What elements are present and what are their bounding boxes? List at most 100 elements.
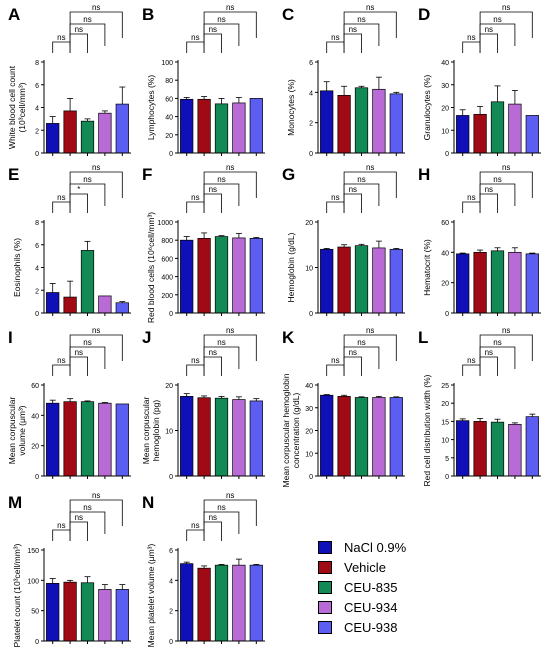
panel-letter: M bbox=[8, 493, 22, 512]
bar bbox=[525, 253, 539, 314]
bar bbox=[115, 302, 129, 314]
bar bbox=[249, 400, 263, 477]
y-tick-label: 100 bbox=[161, 60, 173, 67]
panel-letter: L bbox=[418, 328, 428, 347]
significance-bracket bbox=[479, 11, 533, 38]
legend-label-ceu-934: CEU-934 bbox=[344, 599, 398, 615]
y-axis-label: Platelet count (10³cell/mm³) bbox=[12, 543, 22, 647]
bar bbox=[337, 95, 351, 154]
bar bbox=[46, 292, 60, 314]
significance-label: ns bbox=[485, 25, 493, 34]
y-tick-label: 100 bbox=[27, 578, 39, 585]
y-tick-label: 20 bbox=[441, 281, 449, 288]
bar bbox=[214, 103, 229, 154]
significance-bracket bbox=[343, 33, 362, 53]
y-tick-label: 25 bbox=[441, 383, 449, 390]
y-tick-label: 1000 bbox=[157, 220, 173, 227]
y-tick-label: 0 bbox=[309, 151, 313, 158]
y-axis-label: (10³cell/mm³) bbox=[17, 82, 27, 132]
legend-item-vehicle: Vehicle bbox=[318, 558, 386, 576]
bar bbox=[197, 397, 211, 477]
significance-bracket bbox=[479, 334, 533, 361]
bar bbox=[232, 564, 246, 642]
bar bbox=[46, 123, 60, 154]
y-tick-label: 40 bbox=[31, 413, 39, 420]
significance-label: ns bbox=[226, 163, 234, 172]
bar bbox=[337, 396, 351, 477]
significance-bracket bbox=[69, 499, 123, 526]
bar bbox=[456, 115, 470, 154]
significance-label: ns bbox=[217, 503, 225, 512]
y-tick-label: 8 bbox=[35, 60, 39, 67]
bar bbox=[372, 397, 386, 477]
significance-label: ns bbox=[331, 193, 339, 202]
panel-letter: G bbox=[282, 165, 295, 184]
y-tick-label: 20 bbox=[441, 401, 449, 408]
significance-label: ns bbox=[209, 25, 217, 34]
bar bbox=[456, 253, 470, 314]
bar bbox=[197, 238, 211, 314]
significance-label: ns bbox=[191, 193, 199, 202]
bar bbox=[372, 88, 386, 154]
bar bbox=[354, 87, 369, 154]
legend-swatch-ceu-934 bbox=[318, 600, 332, 614]
significance-label: ns bbox=[83, 338, 91, 347]
bar bbox=[389, 248, 403, 314]
y-axis-label: concentration (g/dL) bbox=[291, 393, 301, 469]
y-tick-label: 200 bbox=[161, 293, 173, 300]
significance-label: ns bbox=[75, 25, 83, 34]
significance-label: ns bbox=[217, 338, 225, 347]
bar bbox=[508, 251, 522, 314]
significance-label: ns bbox=[366, 163, 374, 172]
bar bbox=[180, 98, 194, 154]
significance-label: ns bbox=[57, 33, 65, 42]
significance-bracket bbox=[326, 364, 345, 376]
significance-label: ns bbox=[357, 15, 365, 24]
y-axis-label: Lymphocytes (%) bbox=[146, 75, 156, 141]
y-tick-label: 50 bbox=[31, 609, 39, 616]
bar bbox=[46, 402, 60, 477]
significance-bracket bbox=[343, 171, 397, 198]
bar bbox=[320, 90, 334, 154]
significance-label: ns bbox=[493, 175, 501, 184]
significance-label: ns bbox=[331, 356, 339, 365]
significance-bracket bbox=[186, 364, 205, 376]
bar bbox=[525, 115, 539, 154]
significance-bracket bbox=[203, 11, 257, 38]
y-tick-label: 5 bbox=[445, 456, 449, 463]
y-tick-label: 15 bbox=[441, 419, 449, 426]
y-tick-label: 10 bbox=[305, 451, 313, 458]
bar bbox=[456, 420, 470, 477]
significance-label: ns bbox=[467, 356, 475, 365]
significance-bracket bbox=[203, 193, 222, 213]
significance-bracket bbox=[462, 41, 481, 53]
bar bbox=[63, 581, 77, 642]
significance-bracket bbox=[203, 356, 222, 376]
significance-bracket bbox=[343, 193, 362, 213]
y-tick-label: 30 bbox=[305, 406, 313, 413]
y-tick-label: 0 bbox=[169, 474, 173, 481]
significance-bracket bbox=[69, 334, 123, 361]
significance-label: ns bbox=[92, 326, 100, 335]
significance-label: ns bbox=[92, 3, 100, 12]
significance-label: ns bbox=[502, 3, 510, 12]
y-tick-label: 20 bbox=[31, 444, 39, 451]
y-tick-label: 10 bbox=[441, 438, 449, 445]
significance-label: ns bbox=[467, 33, 475, 42]
y-axis-label: volume (μm³) bbox=[17, 405, 27, 455]
bar bbox=[63, 110, 77, 154]
y-tick-label: 20 bbox=[305, 220, 313, 227]
legend-item-nacl: NaCl 0.9% bbox=[318, 538, 406, 556]
bar bbox=[98, 295, 112, 314]
significance-label: ns bbox=[83, 175, 91, 184]
significance-bracket bbox=[69, 521, 88, 541]
legend: NaCl 0.9% Vehicle CEU-835 CEU-934 CEU-93… bbox=[318, 538, 518, 638]
significance-bracket bbox=[186, 41, 205, 53]
bar bbox=[115, 103, 129, 154]
y-axis-label: Eosinophils (%) bbox=[12, 238, 22, 297]
